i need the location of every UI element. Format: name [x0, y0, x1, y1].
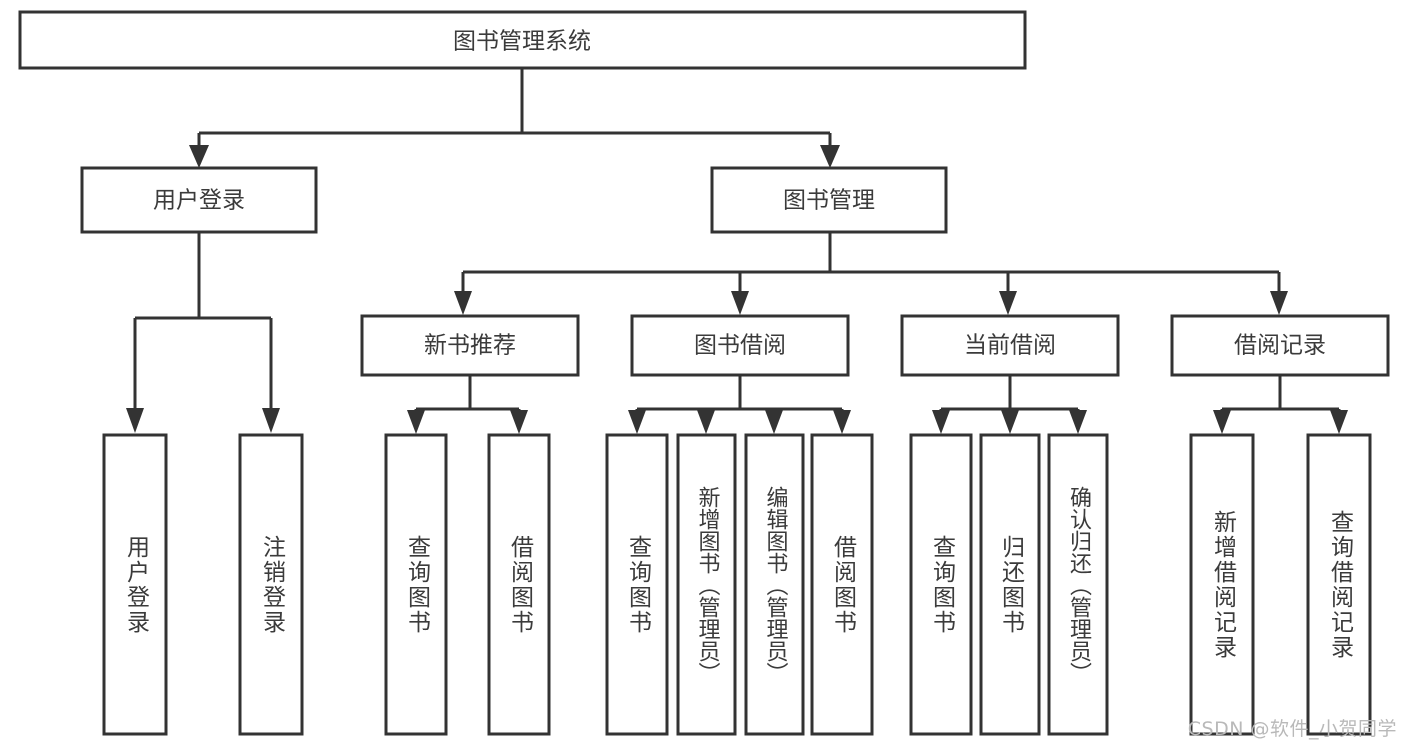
- arrow-head-icon: [731, 291, 749, 315]
- arrow-head-icon: [1270, 291, 1288, 315]
- edge-group-login: [126, 232, 280, 433]
- node-box-leaf-add-book[interactable]: [676, 433, 737, 736]
- arrow-head-icon: [820, 145, 840, 168]
- edge-group-record: [1213, 375, 1348, 434]
- node-label-current: 当前借阅: [964, 333, 1056, 359]
- edge-group-current: [932, 375, 1087, 434]
- edge-group-newbook: [407, 375, 528, 434]
- edge-group-bookmgr: [454, 232, 1288, 315]
- node-box-borrow[interactable]: [630, 314, 850, 377]
- arrow-head-icon: [1069, 410, 1087, 434]
- node-box-leaf-query-book-2[interactable]: [605, 433, 669, 736]
- arrow-head-icon: [1330, 410, 1348, 434]
- arrow-head-icon: [407, 410, 425, 434]
- node-current[interactable]: 当前借阅: [900, 314, 1120, 377]
- arrow-head-icon: [697, 410, 715, 434]
- arrow-head-icon: [262, 408, 280, 433]
- node-label-bookmgr: 图书管理: [783, 188, 875, 214]
- arrow-head-icon: [510, 410, 528, 434]
- arrow-head-icon: [126, 408, 144, 433]
- arrow-head-icon: [833, 410, 851, 434]
- node-box-leaf-confirm-return[interactable]: [1047, 433, 1109, 736]
- node-box-leaf-edit-book[interactable]: [744, 433, 805, 736]
- node-box-leaf-query-record[interactable]: [1306, 433, 1372, 736]
- arrow-head-icon: [999, 291, 1017, 315]
- node-newbook[interactable]: 新书推荐: [360, 314, 580, 377]
- arrow-head-icon: [189, 145, 209, 168]
- node-box-login[interactable]: [80, 166, 318, 234]
- node-box-record[interactable]: [1170, 314, 1390, 377]
- node-record[interactable]: 借阅记录: [1170, 314, 1390, 377]
- csdn-watermark: CSDN @软件_小贺同学: [1187, 718, 1397, 740]
- node-box-current[interactable]: [900, 314, 1120, 377]
- node-box-leaf-query-book-3[interactable]: [909, 433, 973, 736]
- leaf-box-group: [102, 433, 1372, 736]
- node-box-leaf-borrow-book-2[interactable]: [810, 433, 874, 736]
- node-label-login: 用户登录: [153, 188, 245, 214]
- node-box-leaf-borrow-book-1[interactable]: [487, 433, 551, 736]
- node-box-root[interactable]: [18, 10, 1027, 70]
- node-box-leaf-user-login[interactable]: [102, 433, 168, 736]
- node-box-leaf-add-record[interactable]: [1189, 433, 1255, 736]
- arrow-head-icon: [1001, 410, 1019, 434]
- arrow-head-icon: [765, 410, 783, 434]
- node-box-newbook[interactable]: [360, 314, 580, 377]
- node-box-bookmgr[interactable]: [710, 166, 948, 234]
- node-label-record: 借阅记录: [1234, 333, 1326, 359]
- node-label-root: 图书管理系统: [453, 29, 591, 55]
- node-label-borrow: 图书借阅: [694, 333, 786, 359]
- arrow-head-icon: [628, 410, 646, 434]
- node-label-newbook: 新书推荐: [424, 333, 516, 359]
- arrow-head-icon: [932, 410, 950, 434]
- node-bookmgr[interactable]: 图书管理: [710, 166, 948, 234]
- node-box-leaf-logout[interactable]: [238, 433, 304, 736]
- node-box-leaf-query-book-1[interactable]: [384, 433, 448, 736]
- node-root[interactable]: 图书管理系统: [18, 10, 1027, 70]
- node-login[interactable]: 用户登录: [80, 166, 318, 234]
- arrow-head-icon: [454, 291, 472, 315]
- edge-group-borrow: [628, 375, 851, 434]
- arrow-head-icon: [1213, 410, 1231, 434]
- node-box-leaf-return-book[interactable]: [979, 433, 1041, 736]
- edge-group-root: [189, 68, 840, 168]
- node-borrow[interactable]: 图书借阅: [630, 314, 850, 377]
